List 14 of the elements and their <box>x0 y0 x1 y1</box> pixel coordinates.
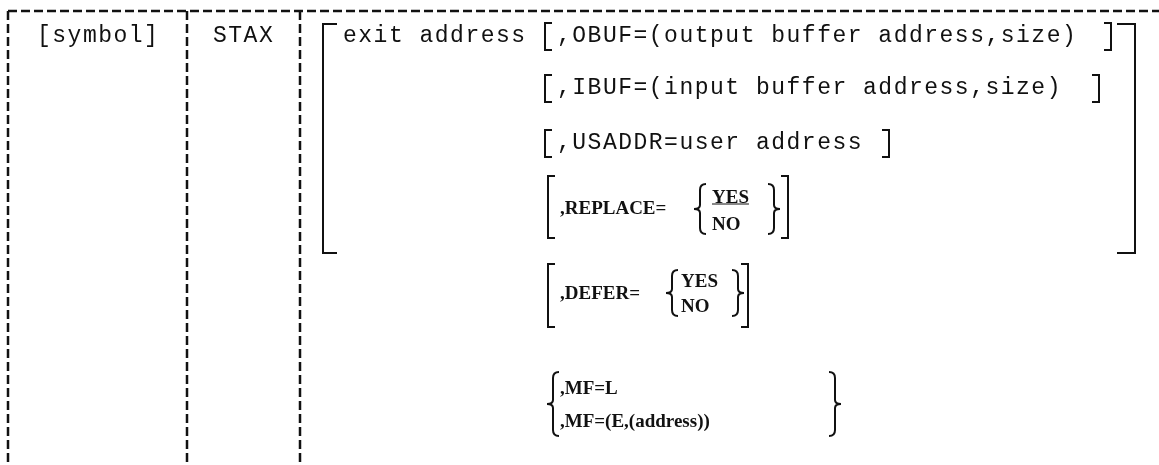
syntax-text: ,DEFER= <box>560 282 640 302</box>
option-value: NO <box>712 213 741 233</box>
syntax-text: ,REPLACE= <box>560 197 667 217</box>
option-value: YES <box>681 270 718 290</box>
syntax-text: exit address <box>343 24 527 48</box>
syntax-text: ,MF=(E,(address)) <box>560 410 710 430</box>
syntax-text: ,OBUF=(output buffer address,size) <box>557 24 1078 48</box>
syntax-text: ,USADDR=user address <box>557 131 864 155</box>
syntax-text: ,IBUF=(input buffer address,size) <box>557 76 1062 100</box>
syntax-text: [symbol] <box>37 24 160 48</box>
option-value: NO <box>681 295 710 315</box>
syntax-text: STAX <box>213 24 275 48</box>
option-value: YES <box>712 186 749 206</box>
syntax-text: ,MF=L <box>560 377 618 397</box>
